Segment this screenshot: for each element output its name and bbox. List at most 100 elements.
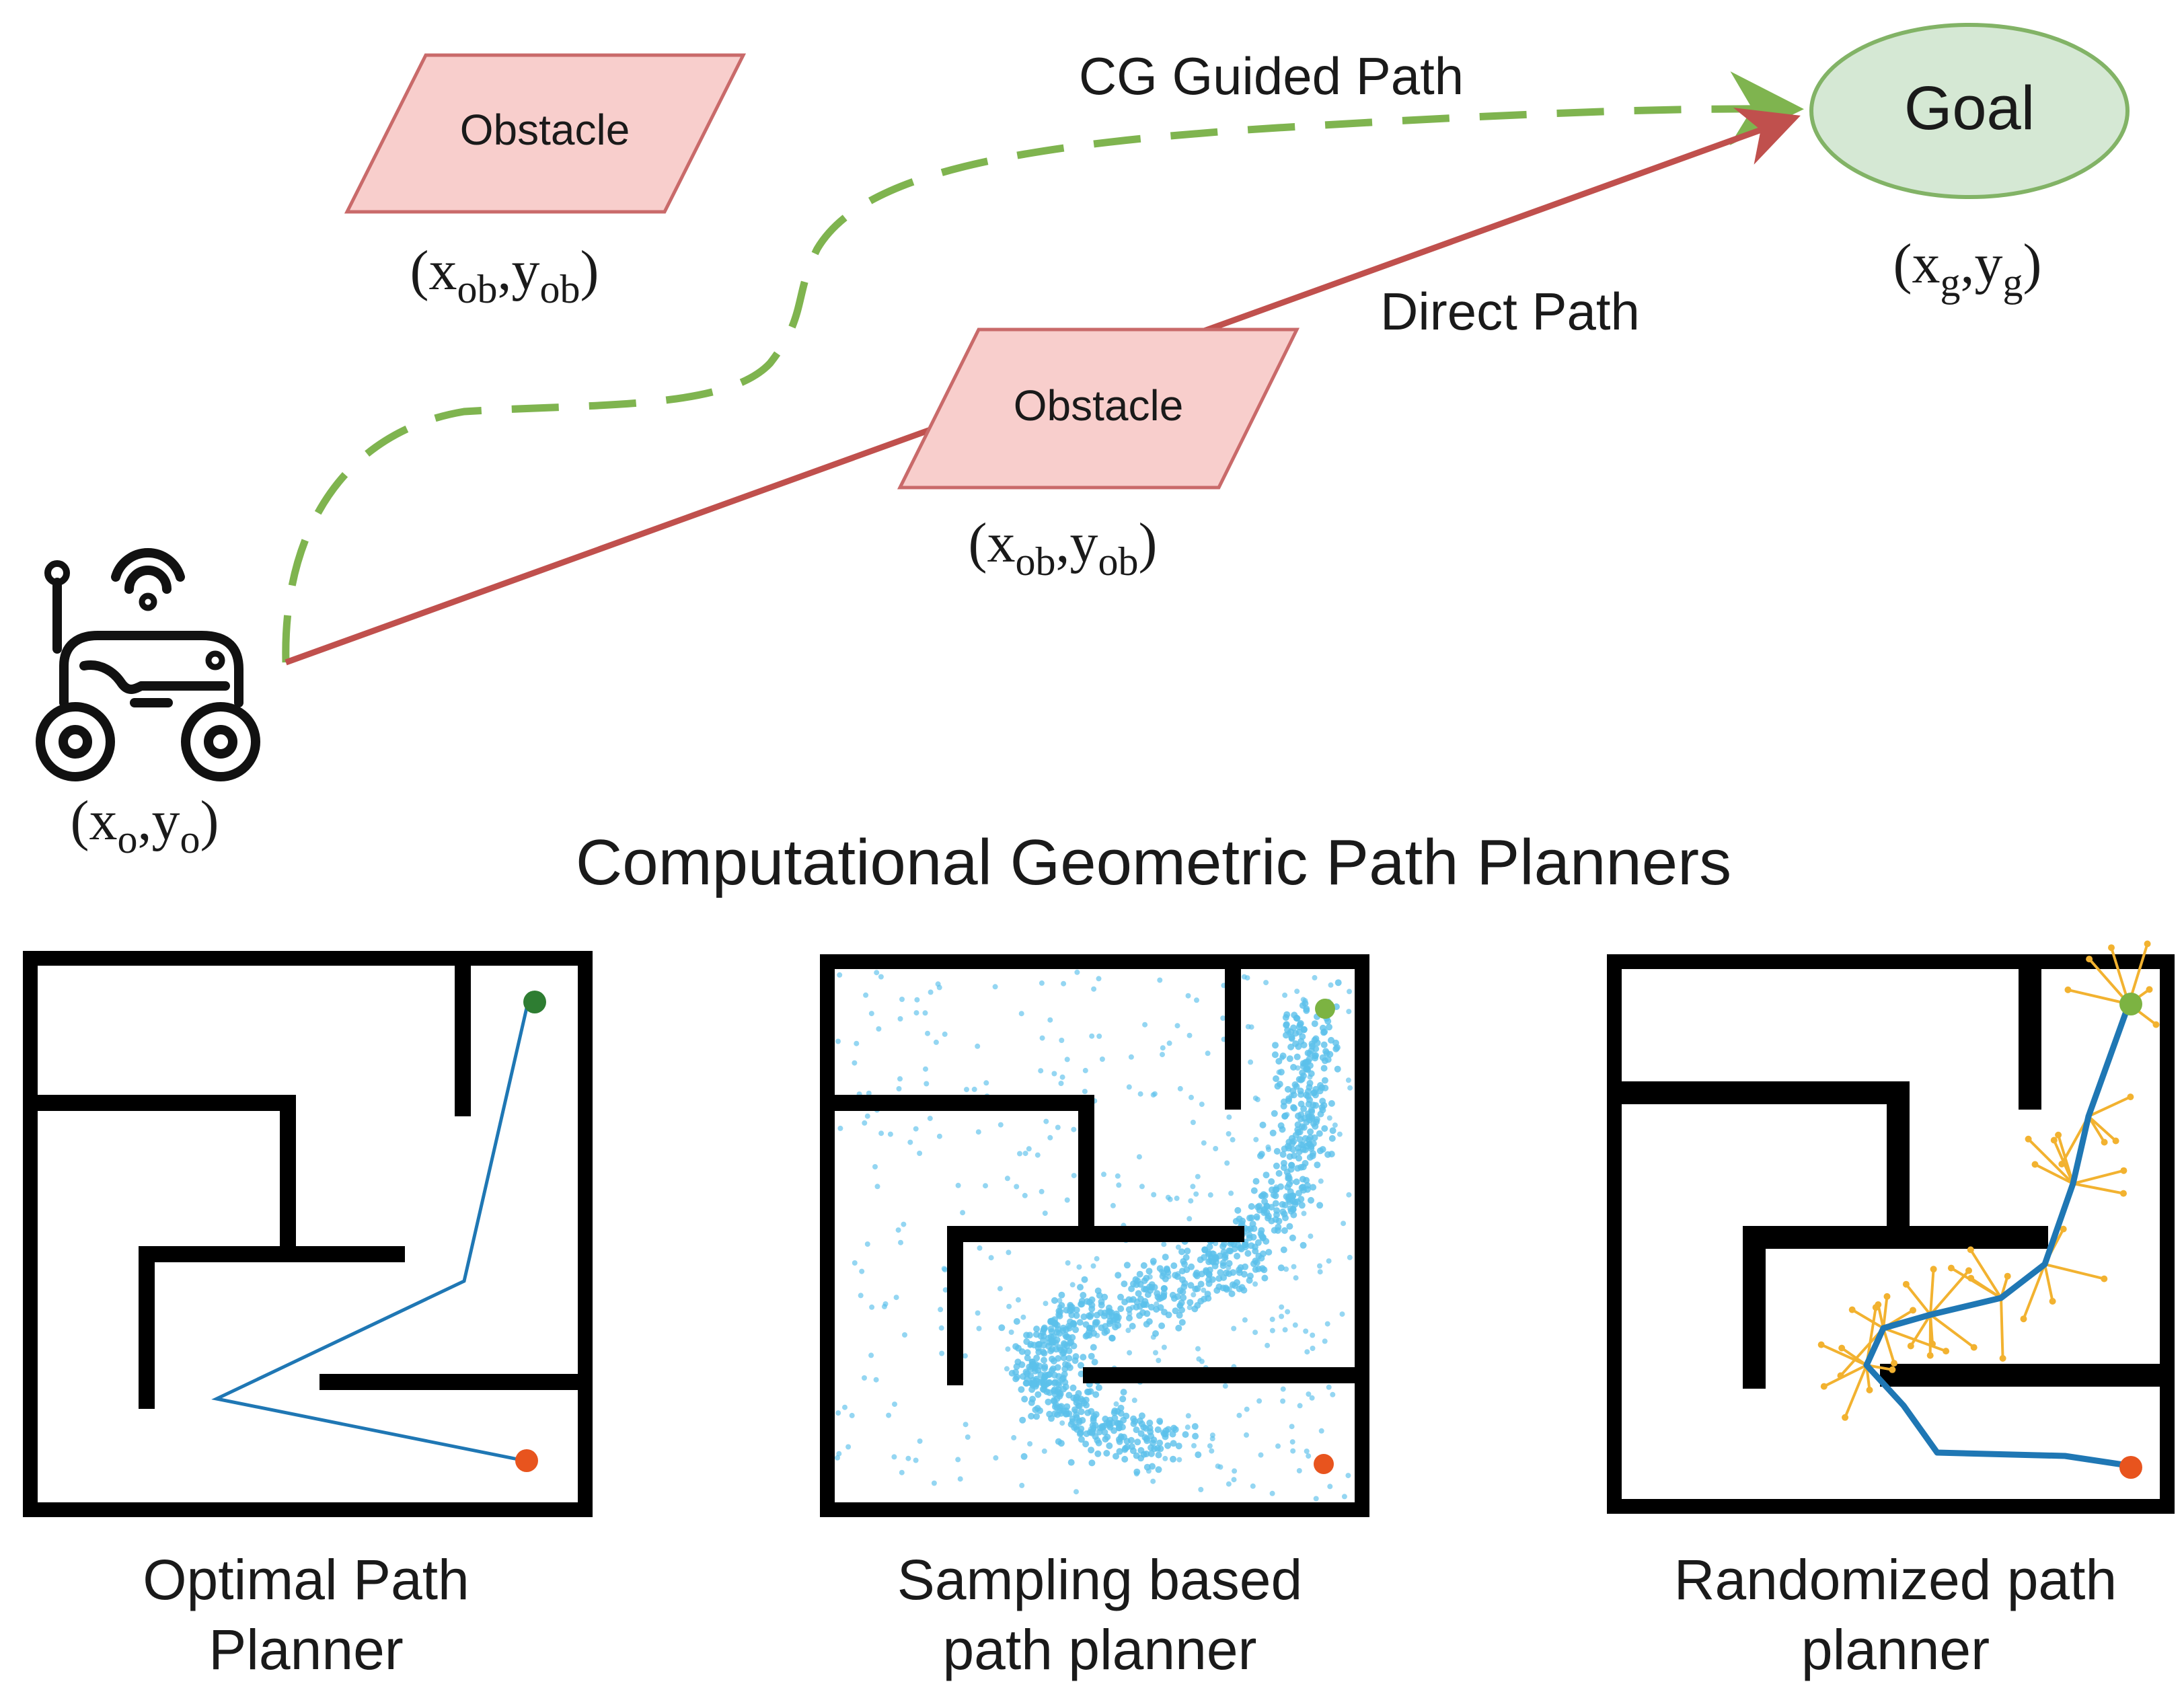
sample-point bbox=[897, 1076, 903, 1081]
sample-point bbox=[1258, 1151, 1265, 1157]
sample-point bbox=[1041, 1325, 1048, 1332]
sample-point bbox=[1215, 1275, 1222, 1282]
sample-point bbox=[1164, 1266, 1170, 1273]
sample-point bbox=[1326, 1385, 1332, 1390]
sample-point bbox=[1077, 1319, 1084, 1325]
robot-coord: (xo,yo) bbox=[71, 790, 219, 861]
sample-point bbox=[1282, 1215, 1289, 1221]
sample-point bbox=[1263, 980, 1269, 985]
sample-point bbox=[1328, 1037, 1334, 1044]
tree-node bbox=[2101, 1139, 2108, 1146]
tree-node bbox=[1842, 1414, 1848, 1421]
sample-point bbox=[1104, 1434, 1110, 1440]
sample-point bbox=[1308, 1197, 1314, 1204]
sample-point bbox=[1215, 1463, 1221, 1469]
sample-point bbox=[1345, 1473, 1351, 1478]
sample-point bbox=[888, 1132, 893, 1137]
sample-point bbox=[1178, 1086, 1183, 1091]
sample-point bbox=[1106, 1305, 1113, 1311]
sample-point bbox=[1330, 1392, 1335, 1397]
sample-point bbox=[1162, 1276, 1169, 1282]
sample-point bbox=[1300, 1242, 1307, 1249]
sample-point bbox=[1183, 1254, 1190, 1261]
sample-point bbox=[1328, 1100, 1335, 1107]
sample-point bbox=[863, 993, 868, 998]
sample-point bbox=[1273, 1192, 1279, 1199]
sample-point bbox=[976, 1129, 981, 1134]
sample-point bbox=[1047, 1017, 1053, 1023]
sample-point bbox=[852, 1260, 858, 1266]
sample-point bbox=[1109, 1420, 1116, 1426]
sample-point bbox=[1280, 1052, 1287, 1059]
sample-point bbox=[1270, 1317, 1275, 1322]
sample-point bbox=[1174, 1293, 1181, 1300]
sample-point bbox=[1252, 1330, 1258, 1335]
sample-point bbox=[1113, 1313, 1120, 1320]
sample-point bbox=[1287, 1205, 1294, 1212]
sample-point bbox=[1229, 1291, 1236, 1297]
sample-point bbox=[869, 1305, 874, 1310]
sample-point bbox=[928, 1116, 933, 1121]
sample-point bbox=[1346, 1192, 1351, 1198]
sample-point bbox=[1072, 1357, 1079, 1364]
sample-point bbox=[1160, 1045, 1166, 1050]
sample-point bbox=[1295, 1155, 1302, 1161]
sample-point bbox=[1030, 1382, 1037, 1389]
sample-point bbox=[1151, 1192, 1156, 1198]
sample-point bbox=[1300, 1184, 1306, 1190]
sample-point bbox=[837, 1126, 843, 1131]
tree-node bbox=[1821, 1383, 1828, 1390]
sample-point bbox=[1319, 1428, 1324, 1434]
tree-node bbox=[1867, 1387, 1873, 1393]
sample-point bbox=[1312, 1020, 1318, 1027]
sample-point bbox=[1088, 1447, 1094, 1453]
coord-sub: ob bbox=[1098, 539, 1139, 584]
sample-point bbox=[1192, 1423, 1199, 1430]
sample-point bbox=[835, 1039, 841, 1044]
sample-point bbox=[1132, 1397, 1137, 1403]
sample-point bbox=[1283, 1022, 1289, 1029]
sample-point bbox=[1281, 1247, 1287, 1254]
sample-point bbox=[1303, 1329, 1308, 1334]
sample-point bbox=[1088, 1305, 1095, 1312]
sample-point bbox=[1322, 1077, 1328, 1084]
sample-point bbox=[1270, 1491, 1275, 1496]
sample-point bbox=[865, 1241, 870, 1247]
sample-point bbox=[898, 1240, 903, 1245]
sample-point bbox=[1152, 1330, 1159, 1337]
sample-point bbox=[1074, 1414, 1080, 1421]
sample-point bbox=[1087, 1388, 1094, 1395]
goal-coord: (xg,yg) bbox=[1893, 233, 2042, 305]
sample-point bbox=[1165, 1426, 1172, 1433]
sample-point bbox=[1040, 1386, 1047, 1393]
sample-point bbox=[1065, 1392, 1072, 1399]
sample-point bbox=[1027, 1441, 1032, 1447]
sample-point bbox=[936, 981, 941, 987]
sample-point bbox=[1253, 1137, 1258, 1143]
obstacle-mid-coord: (xob,yob) bbox=[969, 512, 1158, 584]
sample-point bbox=[1326, 1051, 1333, 1058]
sample-point bbox=[1288, 1166, 1295, 1173]
sample-point bbox=[1226, 1481, 1232, 1487]
sample-point bbox=[1081, 1313, 1088, 1320]
sample-point bbox=[1220, 1260, 1227, 1266]
sample-point bbox=[1265, 1249, 1272, 1256]
sample-point bbox=[1273, 1207, 1280, 1214]
sample-point bbox=[1061, 1379, 1068, 1386]
start-dot bbox=[515, 1449, 538, 1472]
sample-point bbox=[1304, 1349, 1310, 1354]
sample-point bbox=[1033, 1331, 1040, 1338]
sample-point bbox=[1135, 1290, 1142, 1297]
sample-point bbox=[1106, 1442, 1113, 1449]
sample-point bbox=[1059, 1081, 1064, 1086]
sample-point bbox=[1049, 1328, 1055, 1335]
sample-point bbox=[1141, 1262, 1147, 1269]
sample-point bbox=[1187, 1033, 1193, 1038]
sample-point bbox=[1332, 1122, 1338, 1128]
planner-2-label-line2: path planner bbox=[942, 1618, 1256, 1681]
sample-point bbox=[1091, 1264, 1096, 1269]
sample-point bbox=[1011, 1435, 1016, 1440]
sample-point bbox=[1150, 1440, 1156, 1447]
sample-point bbox=[1051, 1071, 1057, 1077]
